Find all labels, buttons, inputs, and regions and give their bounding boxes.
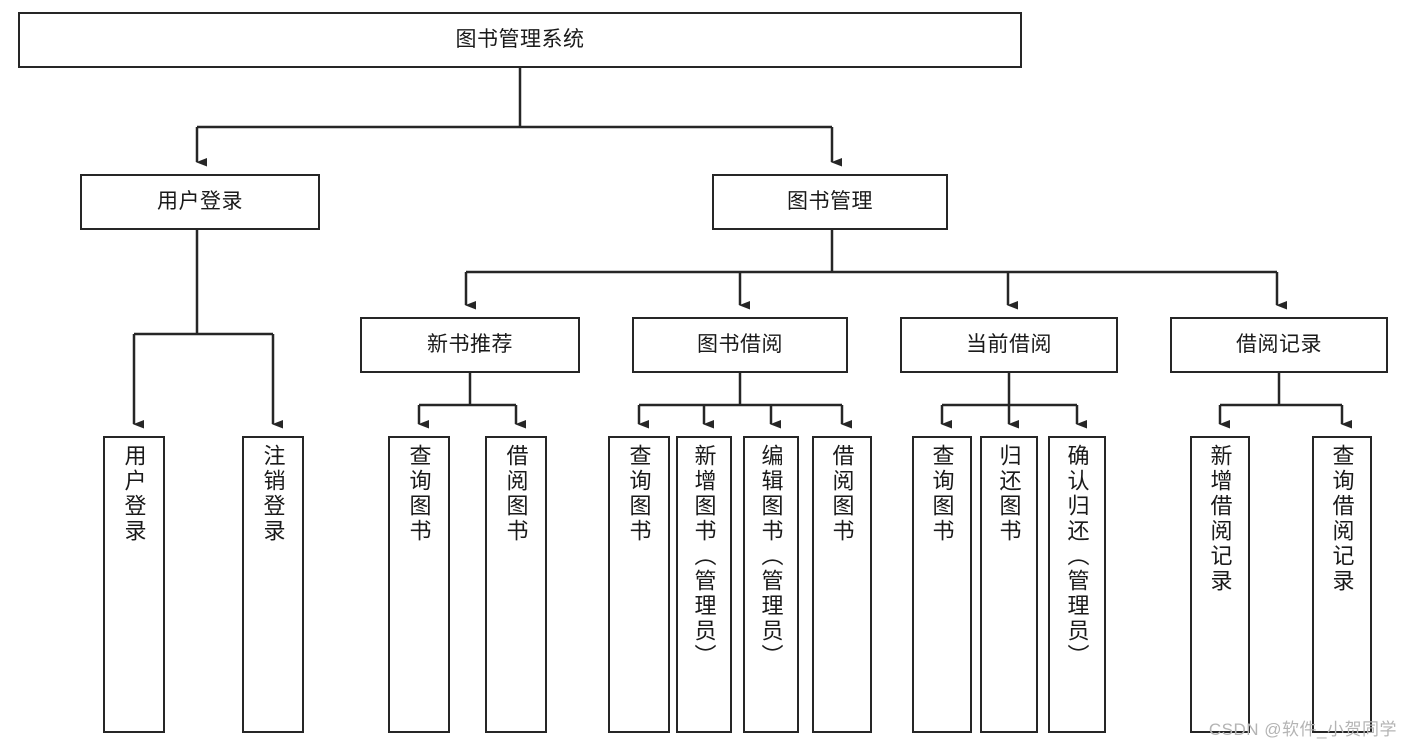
leaf-borrow-book-recommend[interactable]: 借阅图书 [485, 436, 547, 733]
leaf-query-book-recommend-label: 查询图书 [406, 444, 432, 544]
leaf-confirm-return-admin[interactable]: 确认归还（管理员） [1048, 436, 1106, 733]
leaf-return-book-label: 归还图书 [996, 444, 1022, 544]
node-root-label: 图书管理系统 [455, 27, 585, 51]
leaf-borrow-book-recommend-label: 借阅图书 [503, 444, 529, 544]
leaf-borrow-book[interactable]: 借阅图书 [812, 436, 872, 733]
leaf-add-book-admin[interactable]: 新增图书（管理员） [676, 436, 732, 733]
leaf-add-book-admin-label: 新增图书（管理员） [691, 444, 717, 669]
leaf-query-borrow-record-label: 查询借阅记录 [1329, 444, 1355, 594]
node-current-borrow-label: 当前借阅 [966, 332, 1052, 356]
leaf-edit-book-admin-label: 编辑图书（管理员） [758, 444, 784, 669]
leaf-query-book-current-label: 查询图书 [929, 444, 955, 544]
leaf-edit-book-admin[interactable]: 编辑图书（管理员） [743, 436, 799, 733]
leaf-query-book-borrow-label: 查询图书 [626, 444, 652, 544]
leaf-query-book-borrow[interactable]: 查询图书 [608, 436, 670, 733]
leaf-query-book-recommend[interactable]: 查询图书 [388, 436, 450, 733]
leaf-user-login-label: 用户登录 [121, 444, 147, 544]
leaf-add-borrow-record[interactable]: 新增借阅记录 [1190, 436, 1250, 733]
watermark-text: CSDN @软件_小贺同学 [1208, 720, 1397, 739]
leaf-confirm-return-admin-label: 确认归还（管理员） [1064, 444, 1090, 669]
node-current-borrow[interactable]: 当前借阅 [900, 317, 1118, 373]
leaf-borrow-book-label: 借阅图书 [829, 444, 855, 544]
leaf-logout-login[interactable]: 注销登录 [242, 436, 304, 733]
leaf-query-book-current[interactable]: 查询图书 [912, 436, 972, 733]
node-borrow-record-label: 借阅记录 [1236, 332, 1322, 356]
node-book-borrow[interactable]: 图书借阅 [632, 317, 848, 373]
node-book-borrow-label: 图书借阅 [697, 332, 783, 356]
leaf-logout-login-label: 注销登录 [260, 444, 286, 544]
node-book-manage-label: 图书管理 [787, 189, 873, 213]
leaf-return-book[interactable]: 归还图书 [980, 436, 1038, 733]
leaf-query-borrow-record[interactable]: 查询借阅记录 [1312, 436, 1372, 733]
node-user-login-label: 用户登录 [157, 189, 243, 213]
node-user-login[interactable]: 用户登录 [80, 174, 320, 230]
node-new-book-recommend-label: 新书推荐 [427, 332, 513, 356]
node-root[interactable]: 图书管理系统 [18, 12, 1022, 68]
node-book-manage[interactable]: 图书管理 [712, 174, 948, 230]
node-new-book-recommend[interactable]: 新书推荐 [360, 317, 580, 373]
node-borrow-record[interactable]: 借阅记录 [1170, 317, 1388, 373]
leaf-add-borrow-record-label: 新增借阅记录 [1207, 444, 1233, 594]
leaf-user-login[interactable]: 用户登录 [103, 436, 165, 733]
